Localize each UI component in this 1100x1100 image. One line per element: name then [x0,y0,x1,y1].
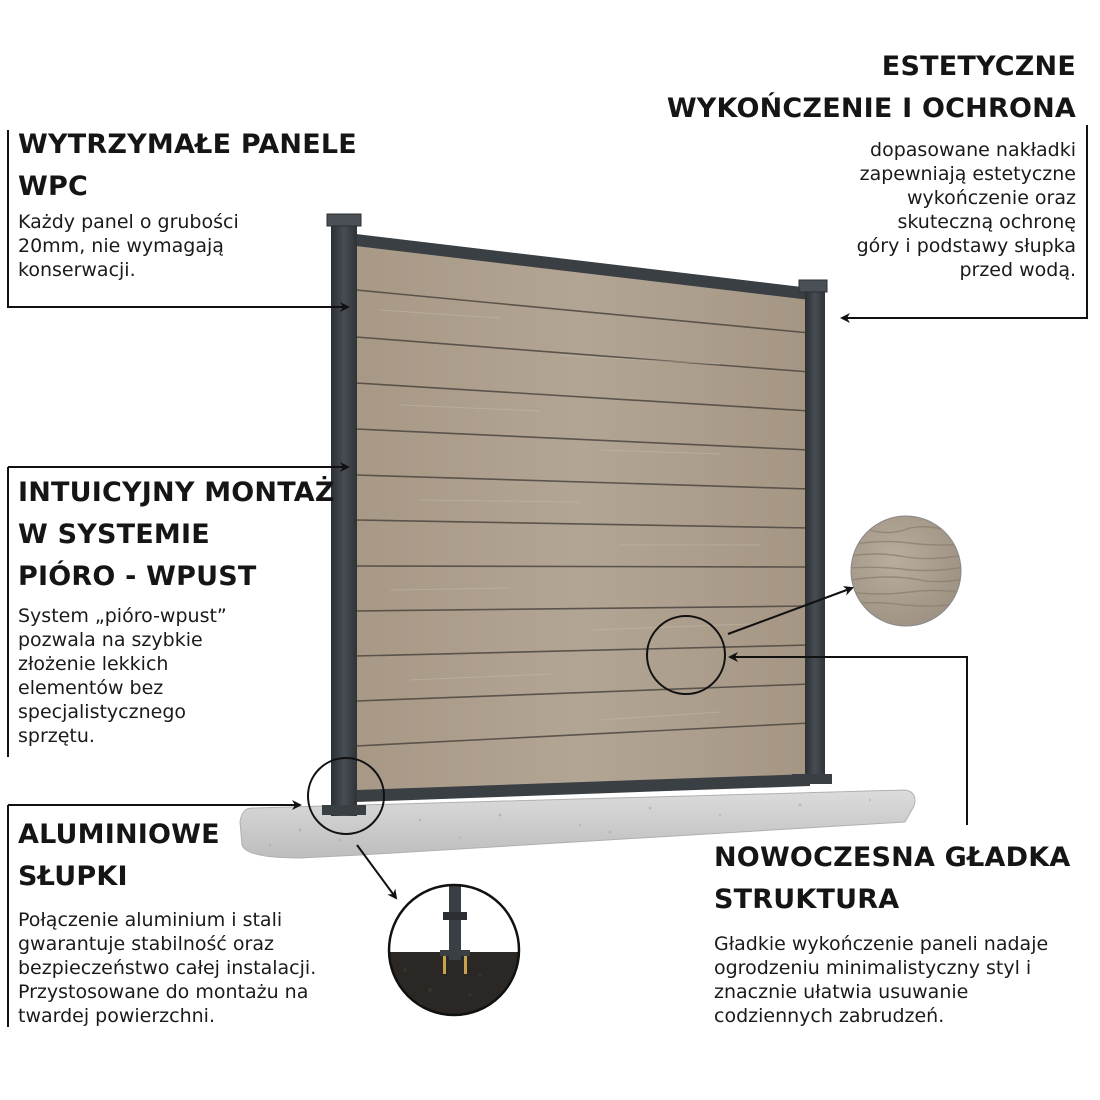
concrete-base [239,789,916,859]
mounting-title: INTUICYJNY MONTAŻ W SYSTEMIE PIÓRO - WPU… [18,477,335,592]
anchor-detail-zoom [389,885,519,1015]
panels-body: Każdy panel o grubości 20mm, nie wymagaj… [18,211,239,281]
posts-body: Połączenie aluminium i stali gwarantuje … [18,909,317,1027]
left-post [331,222,357,816]
finish-title: ESTETYCZNE WYKOŃCZENIE I OCHRONA [666,51,1076,124]
mounting-body: System „pióro-wpust” pozwala na szybkie … [18,605,227,747]
post-base-callout-circle [307,757,385,835]
wood-texture-zoom [851,516,961,626]
wpc-panel [356,238,810,796]
top-rail [356,234,810,300]
bottom-rail [356,774,810,802]
panel-surface-callout-circle [646,615,726,695]
finish-body: dopasowane nakładki zapewniają estetyczn… [856,139,1076,281]
concrete-speckles [268,798,872,847]
panel-grooves [355,289,811,747]
leader-lines [7,125,1088,1027]
panel-grain [379,309,760,721]
right-post-base [792,774,832,784]
texture-body: Gładkie wykończenie paneli nadaje ogrodz… [714,933,1049,1027]
left-post-base [322,805,366,815]
right-post-cap [798,279,828,293]
posts-title: ALUMINIOWE SŁUPKI [18,819,220,892]
left-post-cap [326,213,362,227]
texture-title: NOWOCZESNA GŁADKA STRUKTURA [714,842,1071,915]
right-post [805,290,825,778]
panels-title: WYTRZYMAŁE PANELE WPC [18,129,357,202]
